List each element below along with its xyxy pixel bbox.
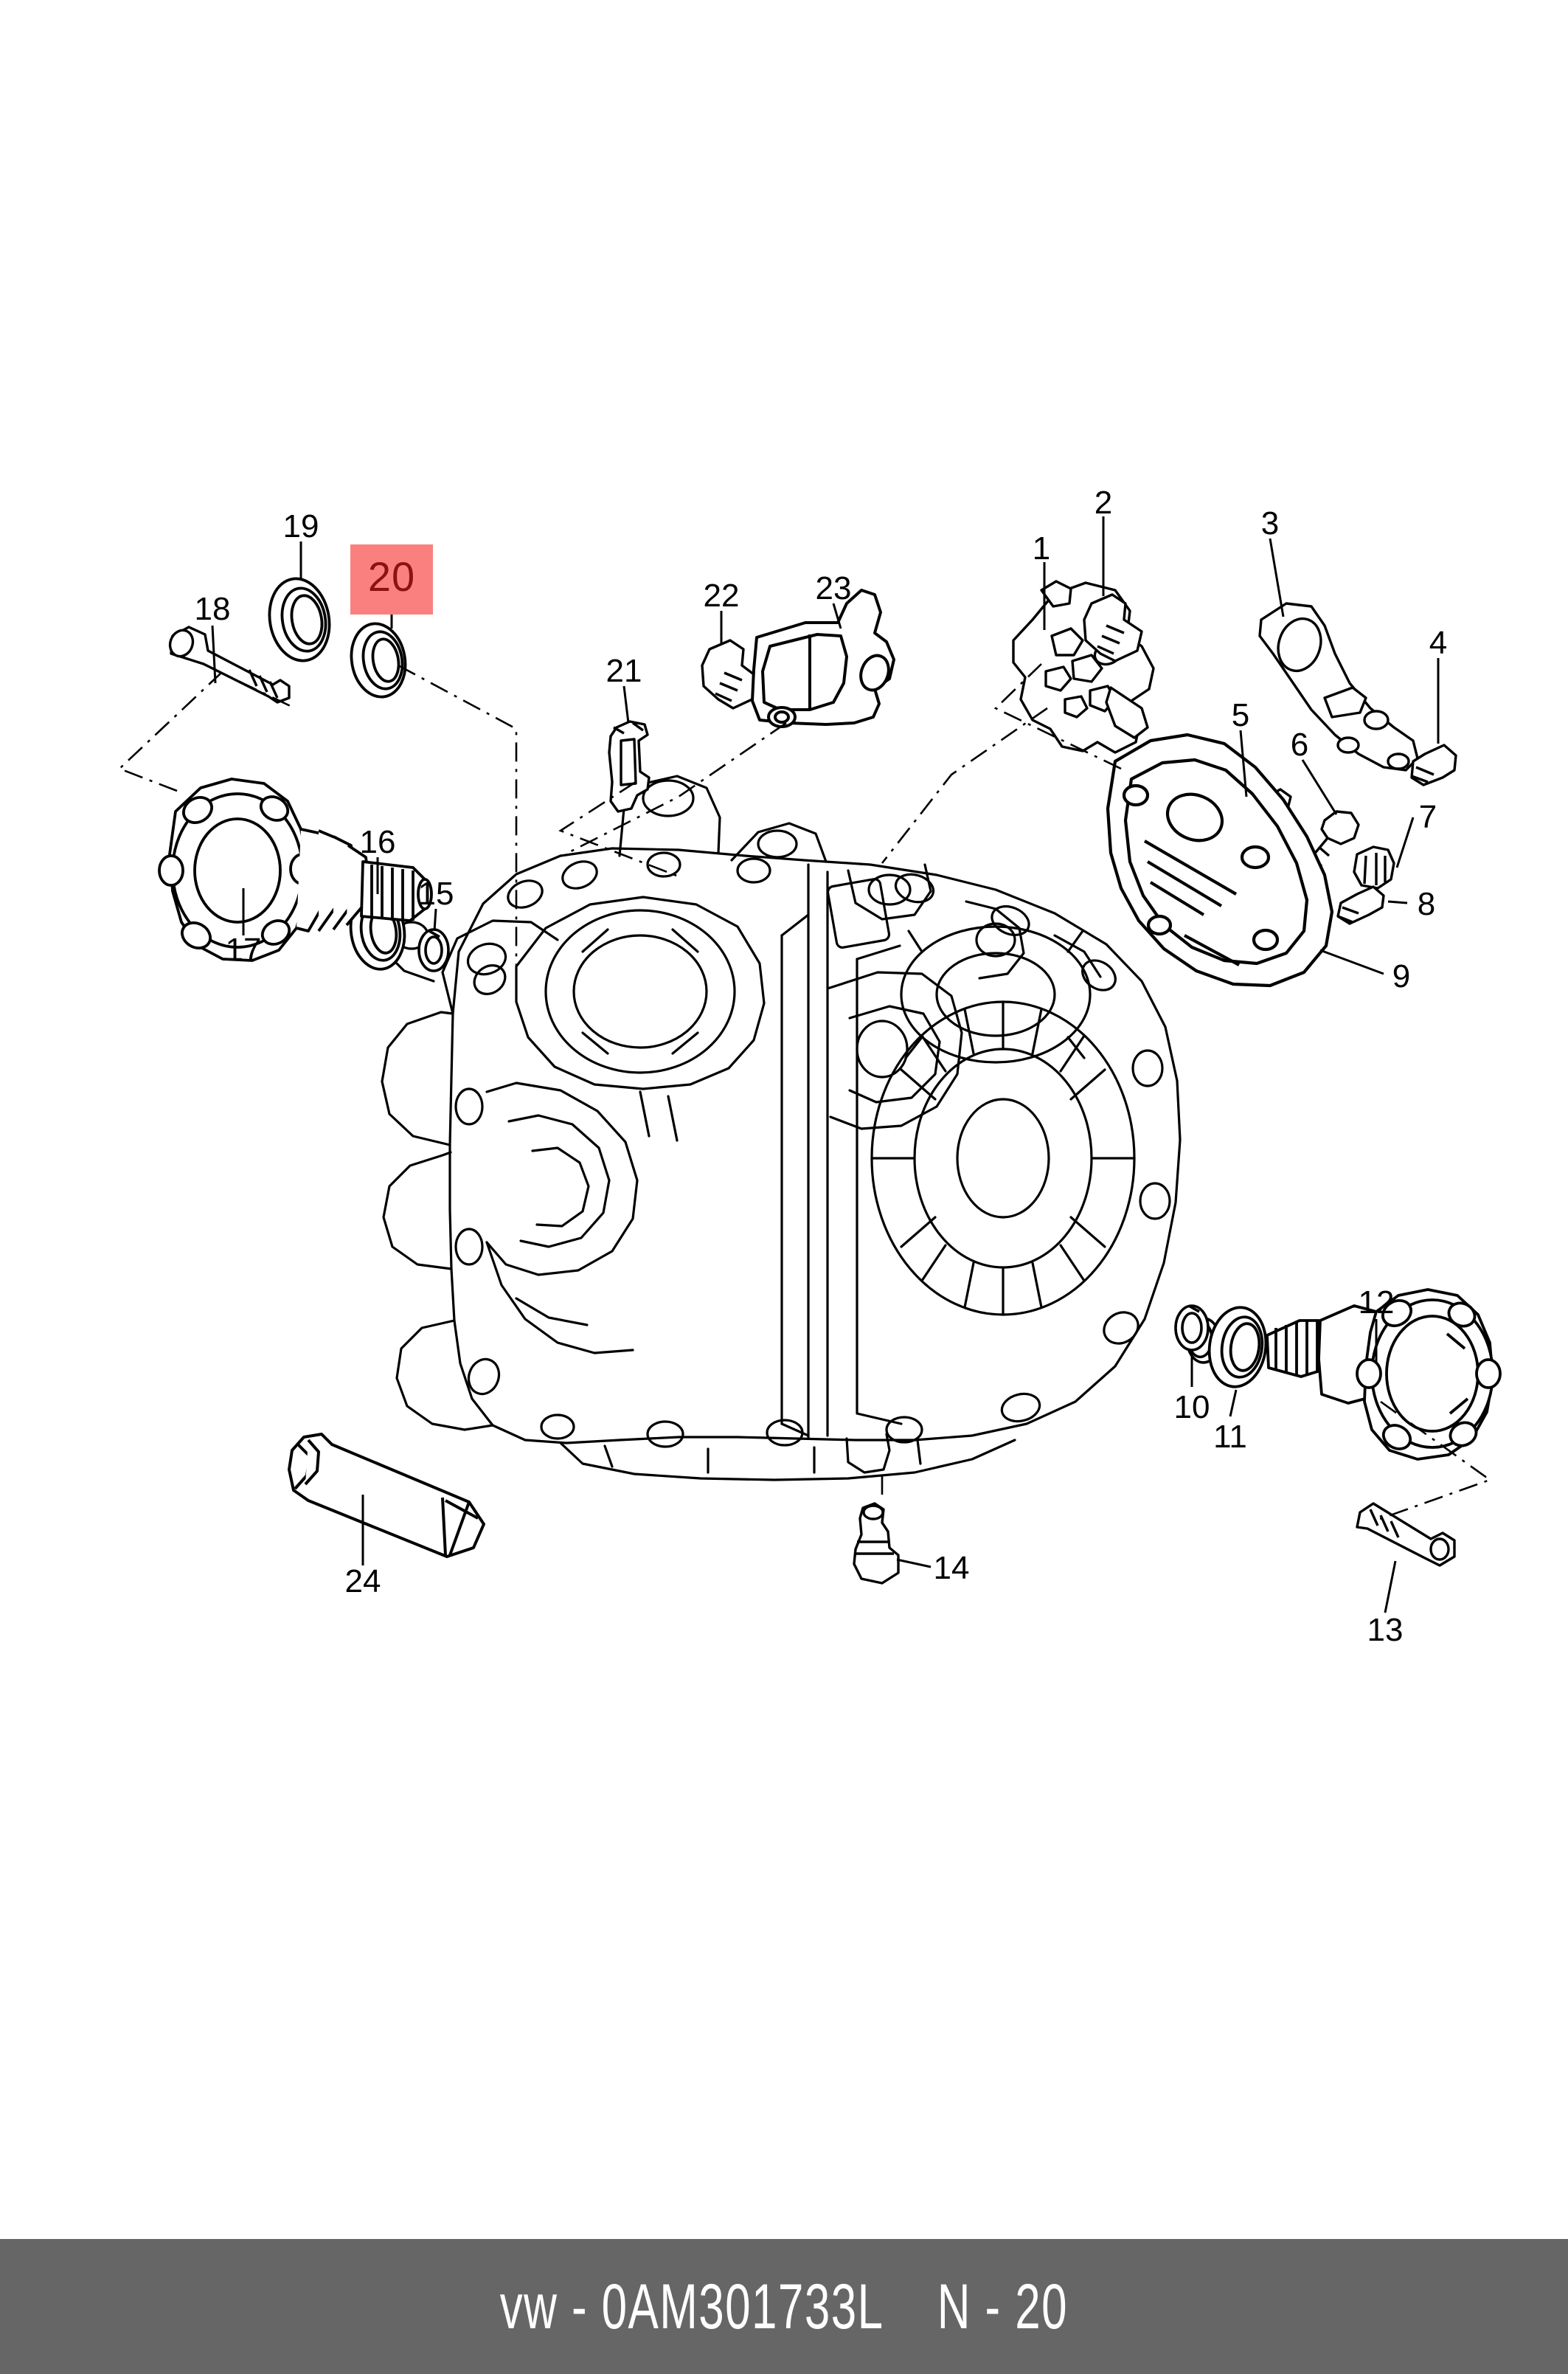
leader-lines <box>211 516 1440 1613</box>
part-4-bolt <box>1410 744 1457 786</box>
parts-diagram: 1 2 3 4 5 6 7 8 9 10 11 12 13 14 15 16 1… <box>117 485 1502 1648</box>
callout-22: 22 <box>704 578 740 614</box>
callout-23: 23 <box>816 570 852 606</box>
part-20-oil-seal <box>350 622 407 699</box>
callout-17: 17 <box>226 932 262 968</box>
part-2-bolt <box>1083 593 1143 662</box>
callout-labels: 1 2 3 4 5 6 7 8 9 10 11 12 13 14 15 16 1… <box>195 485 1448 1648</box>
housing-center-flange <box>780 863 903 1440</box>
part-21-shift-detent <box>608 720 651 813</box>
callout-16: 16 <box>360 824 396 860</box>
callout-1: 1 <box>1033 530 1050 567</box>
callout-12: 12 <box>1359 1284 1395 1321</box>
callout-7: 7 <box>1419 799 1437 835</box>
callout-9: 9 <box>1392 958 1410 994</box>
part-12-drive-flange <box>1266 1288 1502 1461</box>
callout-13: 13 <box>1367 1612 1404 1648</box>
part-8-bolt <box>1336 885 1385 925</box>
callout-21: 21 <box>606 653 642 689</box>
housing-mid-cover <box>826 971 963 1130</box>
callout-24: 24 <box>345 1563 381 1599</box>
part-11-oil-seal <box>1207 1306 1268 1388</box>
part-3-support-bracket <box>1258 602 1419 772</box>
parts-diagram-svg: 1 2 3 4 5 6 7 8 9 10 11 12 13 14 15 16 1… <box>117 485 1502 1648</box>
housing-lower-pan <box>559 1439 1016 1481</box>
part-24-grease-tube <box>288 1433 485 1558</box>
assembly-reference-lines <box>117 663 1492 1521</box>
callout-15: 15 <box>418 876 454 912</box>
part-15-circlip <box>417 928 450 972</box>
highlighted-callout-20[interactable]: 20 <box>350 544 433 615</box>
housing-drain-boss <box>845 1433 891 1474</box>
callout-6: 6 <box>1291 727 1308 763</box>
part-14-drain-plug <box>853 1502 900 1585</box>
callout-14: 14 <box>934 1550 970 1586</box>
callout-10: 10 <box>1174 1389 1210 1425</box>
part-19-oil-seal <box>268 577 331 662</box>
callout-20-label: 20 <box>367 553 416 600</box>
clutch-bell-dome <box>515 896 766 1090</box>
shift-tower <box>618 775 828 863</box>
housing-top-right-ports <box>826 863 1102 980</box>
housing-internal-ribs <box>485 1082 679 1354</box>
callout-8: 8 <box>1418 886 1435 922</box>
callout-19: 19 <box>283 508 319 544</box>
part-9-cover-plate <box>1106 733 1334 988</box>
callout-11: 11 <box>1213 1419 1247 1455</box>
callout-3: 3 <box>1261 505 1279 541</box>
housing-bolt-bosses <box>454 851 1171 1448</box>
footer-part-number: vw - 0AM301733L N - 20 <box>499 2271 1069 2342</box>
part-7-bushing <box>1353 845 1395 890</box>
callout-5: 5 <box>1232 697 1249 733</box>
part-23-selector-housing <box>751 589 895 728</box>
transmission-housing-outline <box>381 847 1182 1444</box>
part-18-long-bolt <box>168 626 291 704</box>
footer-bar: vw - 0AM301733L N - 20 <box>0 2239 1568 2374</box>
part-10-circlip <box>1174 1304 1221 1364</box>
callout-2: 2 <box>1095 485 1112 521</box>
callout-4: 4 <box>1429 625 1447 661</box>
callout-18: 18 <box>195 591 231 627</box>
part-17-cv-joint <box>158 778 433 962</box>
bell-housing <box>870 1000 1136 1316</box>
